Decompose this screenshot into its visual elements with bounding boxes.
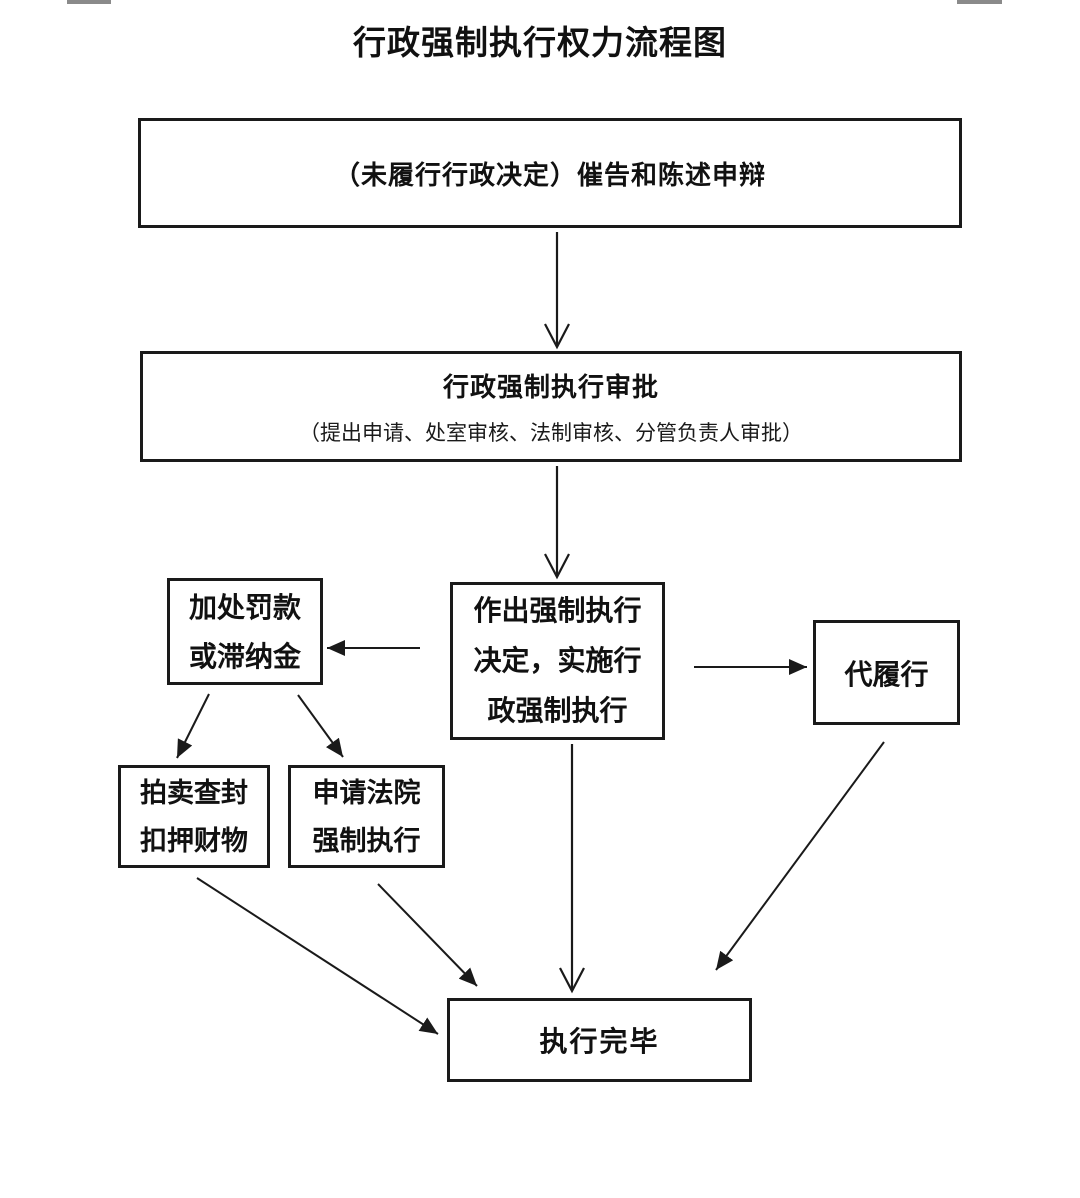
node-decision-line-2: 决定，实施行 [473, 645, 642, 676]
node-court-line-1: 申请法院 [312, 777, 421, 808]
node-penalty-line-2: 或滞纳金 [188, 640, 301, 672]
node-substitute: 代履行 [813, 620, 960, 725]
clipped-ui-fragment-right [957, 0, 1002, 4]
node-complete-label: 执行完毕 [539, 1026, 660, 1057]
arrow-penalty-to-court [297, 694, 344, 758]
arrow-auction-to-complete [196, 877, 439, 1035]
arrow-penalty-to-auction [176, 693, 210, 759]
node-decision-line-3: 政强制执行 [487, 695, 628, 726]
arrow-substitute-to-complete [715, 741, 885, 971]
node-approval: 行政强制执行审批 （提出申请、处室审核、法制审核、分管负责人审批） [140, 351, 962, 462]
node-approval-sublabel: （提出申请、处室审核、法制审核、分管负责人审批） [299, 421, 803, 445]
clipped-ui-fragment-left [67, 0, 111, 4]
node-auction: 拍卖查封 扣押财物 [118, 765, 270, 868]
node-court: 申请法院 强制执行 [288, 765, 445, 868]
node-decision: 作出强制执行 决定，实施行 政强制执行 [450, 582, 665, 740]
node-penalty: 加处罚款 或滞纳金 [167, 578, 323, 685]
node-substitute-label: 代履行 [844, 658, 929, 690]
node-complete: 执行完毕 [447, 998, 752, 1082]
node-penalty-line-1: 加处罚款 [188, 591, 301, 623]
node-notice: （未履行行政决定）催告和陈述申辩 [138, 118, 962, 228]
node-auction-line-2: 扣押财物 [140, 825, 248, 856]
node-notice-label: （未履行行政决定）催告和陈述申辩 [333, 159, 766, 190]
node-auction-line-1: 拍卖查封 [140, 777, 248, 808]
node-court-line-2: 强制执行 [312, 825, 421, 856]
arrow-court-to-complete [377, 883, 478, 987]
node-decision-line-1: 作出强制执行 [473, 595, 642, 626]
node-approval-label: 行政强制执行审批 [442, 371, 659, 402]
page-title: 行政强制执行权力流程图 [353, 24, 727, 61]
